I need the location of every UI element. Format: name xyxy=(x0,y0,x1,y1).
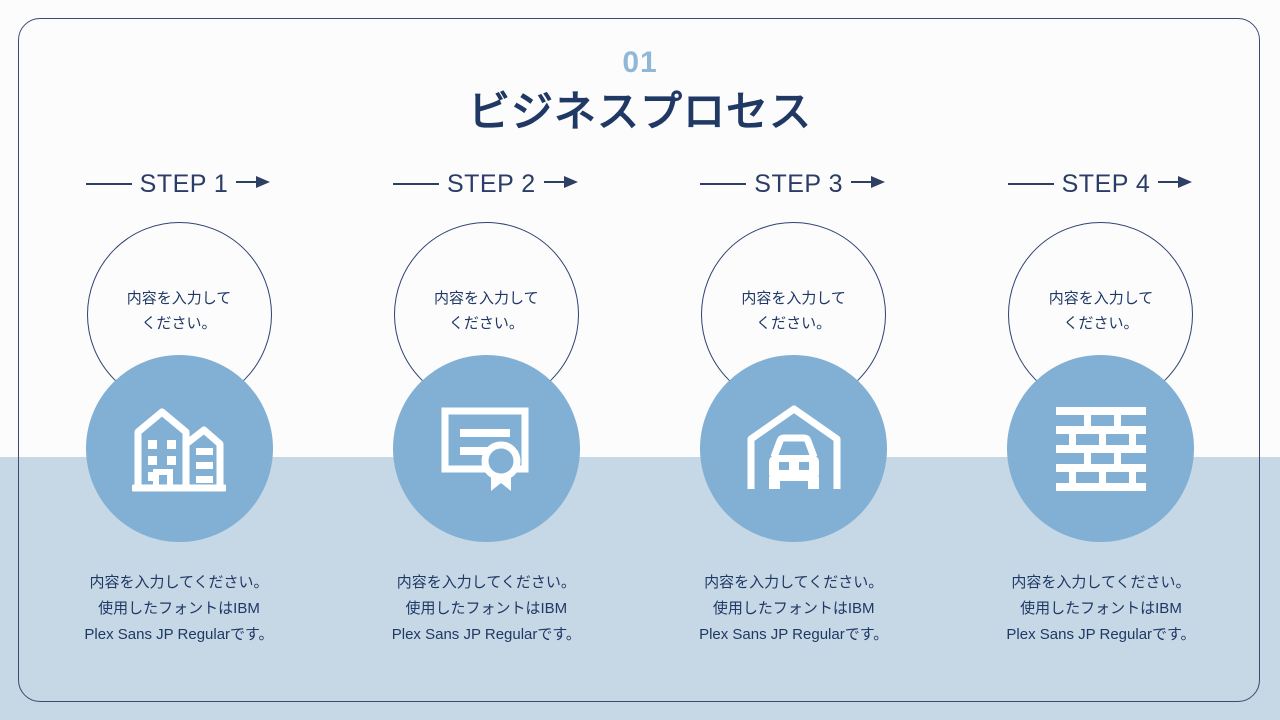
step-leading-line-icon xyxy=(700,183,747,185)
step-circle-text-1: 内容を入力して ください。 xyxy=(126,289,232,332)
step-outline-circle-2: 内容を入力して ください。 xyxy=(393,222,579,407)
step-leading-line-icon xyxy=(85,183,132,185)
step-header-4: STEP 4 xyxy=(1007,168,1195,200)
step-icon-circle-3 xyxy=(700,355,888,542)
slide-header: 01 ビジネスプロセス xyxy=(0,48,1280,136)
step-column-3: STEP 3 内容を入力して ください。 xyxy=(655,168,933,647)
step-circle-text-4: 内容を入力して ください。 xyxy=(1048,289,1154,332)
step-leading-line-icon xyxy=(1007,183,1054,185)
step-header-3: STEP 3 xyxy=(700,168,887,200)
step-caption-4: 内容を入力してください。 使用したフォントはIBM Plex Sans JP R… xyxy=(1006,574,1196,643)
step-outline-circle-1: 内容を入力して ください。 xyxy=(86,222,272,407)
step-outline-circle-4: 内容を入力して ください。 xyxy=(1008,222,1194,407)
step-column-4: STEP 4 内容を入力して ください。 xyxy=(962,168,1240,647)
section-number: 01 xyxy=(622,46,658,79)
brick-wall-icon xyxy=(1055,406,1146,491)
step-caption-2: 内容を入力してください。 使用したフォントはIBM Plex Sans JP R… xyxy=(391,574,581,643)
step-outline-circle-3: 内容を入力して ください。 xyxy=(701,222,887,407)
garage-car-icon xyxy=(746,405,842,493)
step-label-1: STEP 1 xyxy=(139,169,229,198)
step-icon-circle-1 xyxy=(85,355,273,542)
step-icon-circle-2 xyxy=(392,355,580,542)
step-label-3: STEP 3 xyxy=(754,169,843,198)
step-label-4: STEP 4 xyxy=(1061,169,1151,198)
step-header-1: STEP 1 xyxy=(85,168,273,200)
step-circle-text-2: 内容を入力して ください。 xyxy=(434,289,539,332)
buildings-icon xyxy=(132,404,226,494)
step-label-2: STEP 2 xyxy=(446,169,536,198)
step-icon-circle-4 xyxy=(1007,355,1195,542)
arrow-right-icon xyxy=(236,175,272,194)
step-leading-line-icon xyxy=(392,183,439,185)
arrow-right-icon xyxy=(851,175,887,194)
step-caption-3: 内容を入力してください。 使用したフォントはIBM Plex Sans JP R… xyxy=(699,574,889,643)
arrow-right-icon xyxy=(1158,175,1194,194)
page-title: ビジネスプロセス xyxy=(467,88,812,135)
arrow-right-icon xyxy=(543,175,580,194)
certificate-icon xyxy=(439,403,533,495)
step-column-1: STEP 1 内容を入力して ください。 xyxy=(40,168,318,647)
step-caption-1: 内容を入力してください。 使用したフォントはIBM Plex Sans JP R… xyxy=(84,574,274,643)
step-column-2: STEP 2 内容を入力して ください。 xyxy=(347,168,625,647)
step-circle-text-3: 内容を入力して ください。 xyxy=(741,289,846,332)
steps-container: STEP 1 内容を入力して ください。 xyxy=(40,168,1240,647)
step-header-2: STEP 2 xyxy=(392,168,580,200)
